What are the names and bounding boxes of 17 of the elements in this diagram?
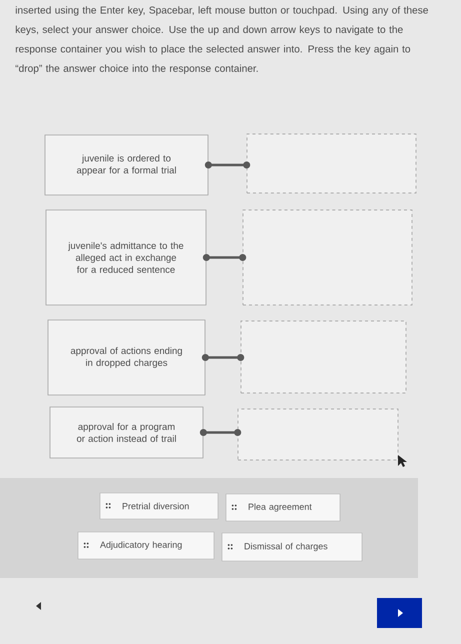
connector bbox=[202, 354, 244, 361]
answer-chip: Plea agreement bbox=[226, 494, 340, 522]
statement-box: juvenile's admittance to the alleged act in exchange for a reduced sentence bbox=[46, 210, 206, 306]
drop-zone bbox=[238, 408, 398, 460]
statement-box: approval for a program or action instead of trail bbox=[50, 406, 204, 458]
statement-box: approval of actions ending in dropped charges bbox=[48, 320, 206, 396]
connector bbox=[202, 254, 246, 261]
answer-chip: Pretrial diversion bbox=[100, 492, 218, 520]
answer-chip: Adjudicatory hearing bbox=[78, 532, 214, 560]
drop-zone bbox=[242, 210, 412, 306]
connector bbox=[200, 429, 242, 436]
answer-chip: Dismissal of charges bbox=[222, 532, 362, 562]
statement-box: juvenile is ordered to appear for a formal trial bbox=[44, 134, 208, 196]
instruction-text: inserted using the Enter key, Spacebar, left mouse button or touchpad. Using any of these keys, select your answer choice. Use the up and down arrow keys to navigate to the response container you wish to place the selected answer into. Press the key again to “drop” the answer choice into the response container. bbox=[16, 6, 428, 74]
connector bbox=[204, 162, 250, 168]
drop-zone bbox=[246, 134, 416, 194]
drop-zone bbox=[240, 320, 406, 394]
